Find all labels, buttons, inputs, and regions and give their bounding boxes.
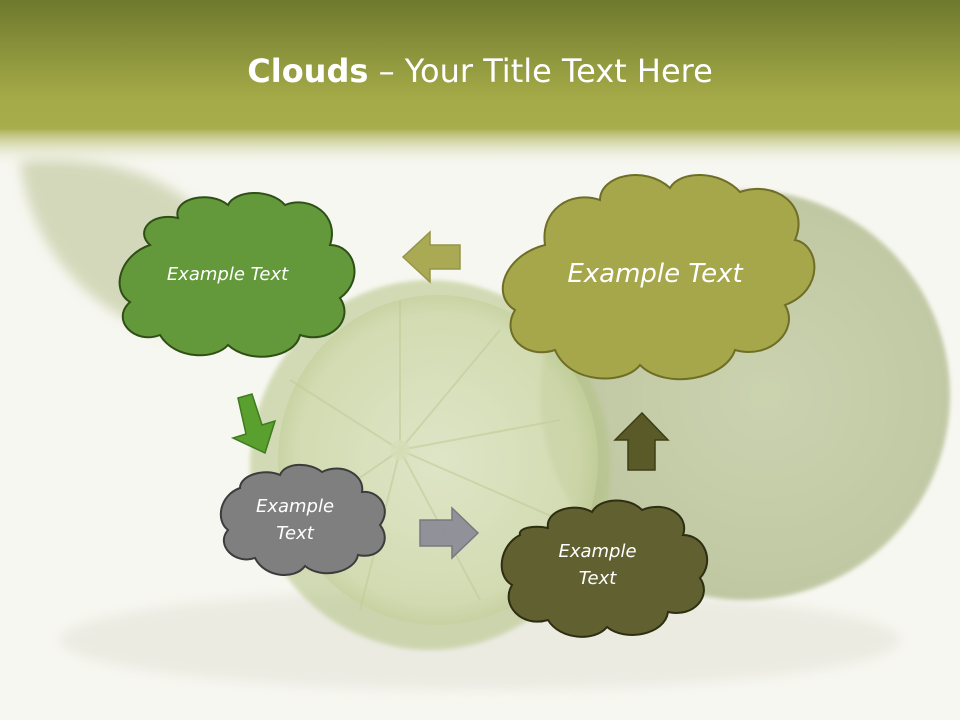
title-bold: Clouds [247, 52, 369, 90]
cloud-gray-shape [219, 463, 386, 577]
arrow-olive-left [401, 230, 461, 284]
title-dash: – [368, 52, 405, 90]
cloud-gray-text: Example Text [255, 496, 335, 544]
arrow-gray-right [419, 506, 480, 560]
cloud-olive-text: Example Text [567, 259, 743, 290]
cloud-dark-olive-text: Example Text [558, 541, 637, 589]
title-rest: Your Title Text Here [404, 52, 713, 90]
cloud-green-text: Example Text [166, 263, 289, 285]
arrow-dark-up [613, 411, 670, 471]
cloud-dark-olive-shape [500, 499, 709, 638]
cloud-olive-shape [501, 174, 816, 381]
slide-title: Clouds – Your Title Text Here [0, 52, 960, 90]
arrow-green-down [230, 393, 277, 455]
cloud-green-shape [118, 192, 356, 358]
